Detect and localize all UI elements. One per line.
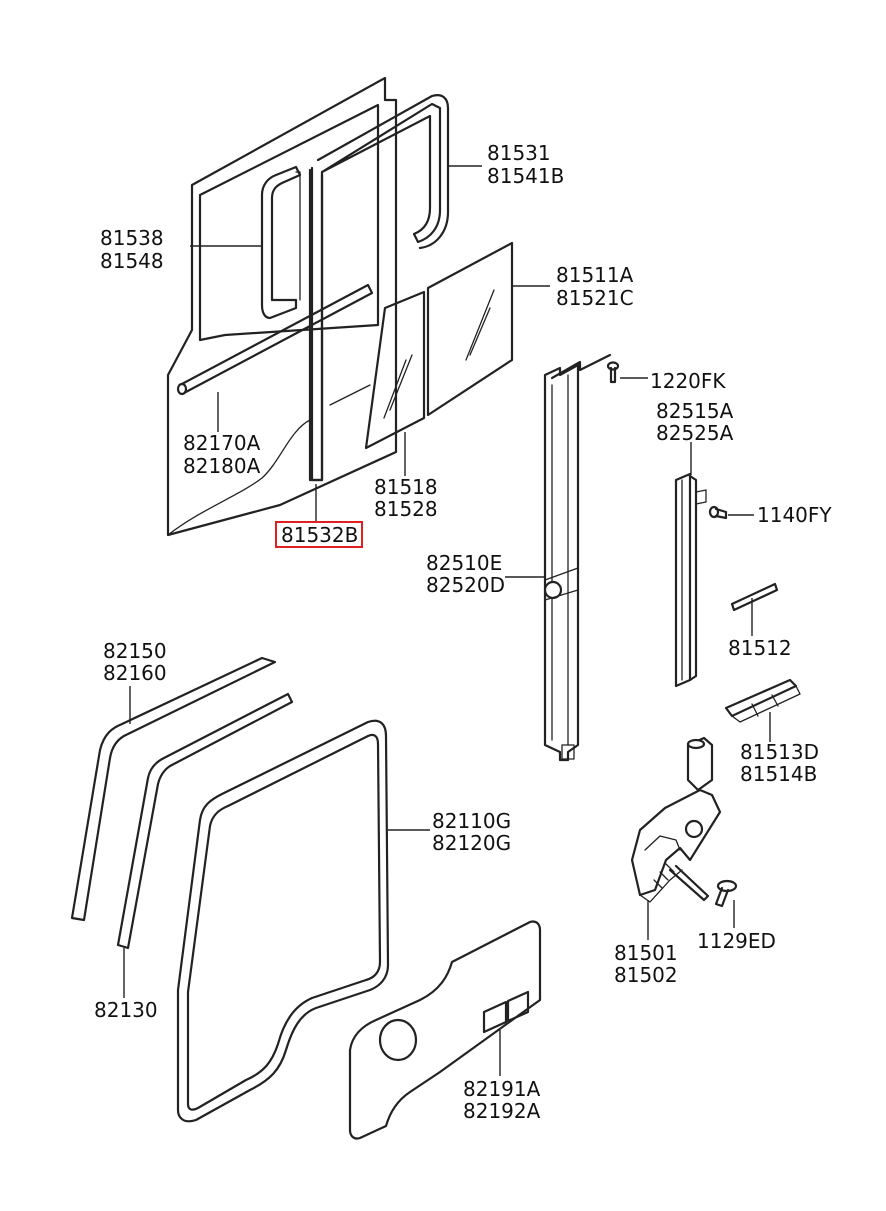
- leader-lines: [123, 165, 771, 1076]
- label-81548: 81548: [100, 249, 164, 273]
- label-82160: 82160: [103, 661, 167, 685]
- label-82515A: 82515A: [656, 399, 734, 423]
- label-81538: 81538: [100, 226, 164, 250]
- label-1220FK: 1220FK: [650, 369, 726, 393]
- label-82130: 82130: [94, 998, 158, 1022]
- label-82120G: 82120G: [432, 831, 511, 855]
- front-channel: [674, 472, 707, 688]
- window-regulator: [630, 736, 722, 903]
- center-channel-81532B: [308, 168, 324, 482]
- label-82510E: 82510E: [426, 551, 502, 575]
- belt-moulding: [176, 283, 374, 396]
- label-81502: 81502: [614, 963, 678, 987]
- quarter-glass: [364, 290, 426, 450]
- outer-strip: [70, 656, 277, 922]
- rear-channel: [543, 353, 612, 762]
- inner-strip: [116, 692, 294, 950]
- door-seal: [176, 719, 390, 1123]
- run-channel-upper: [310, 94, 450, 482]
- screw-1140FY: [708, 505, 728, 520]
- label-82192A: 82192A: [463, 1099, 541, 1123]
- weatherstrip-81512: [730, 582, 779, 612]
- label-81532B: 81532B: [281, 523, 358, 547]
- glass-guide: [724, 678, 801, 723]
- label-1129ED: 1129ED: [697, 929, 776, 953]
- label-81514B: 81514B: [740, 762, 817, 786]
- label-1140FY: 1140FY: [757, 503, 832, 527]
- door-trim-panel: [348, 920, 542, 1140]
- door-shell: [166, 76, 398, 537]
- label-82150: 82150: [103, 639, 167, 663]
- label-81521C: 81521C: [556, 286, 634, 310]
- quarter-channel: [260, 165, 302, 320]
- label-82170A: 82170A: [183, 431, 261, 455]
- label-82180A: 82180A: [183, 454, 261, 478]
- highlight-box: [275, 521, 363, 548]
- label-81541B: 81541B: [487, 164, 564, 188]
- label-82525A: 82525A: [656, 421, 734, 445]
- label-82191A: 82191A: [463, 1077, 541, 1101]
- bolt-1220FK: [606, 361, 620, 384]
- label-82110G: 82110G: [432, 809, 511, 833]
- label-81501: 81501: [614, 941, 678, 965]
- door-glass: [426, 241, 514, 417]
- bolt-1129ED: [714, 879, 738, 908]
- label-81513D: 81513D: [740, 740, 819, 764]
- label-81528: 81528: [374, 497, 438, 521]
- label-81512: 81512: [728, 636, 792, 660]
- label-82520D: 82520D: [426, 573, 505, 597]
- labels: 81531 81541B 81538 81548 81511A 81521C 1…: [94, 141, 832, 1123]
- label-81518: 81518: [374, 475, 438, 499]
- label-81511A: 81511A: [556, 263, 634, 287]
- label-81531: 81531: [487, 141, 551, 165]
